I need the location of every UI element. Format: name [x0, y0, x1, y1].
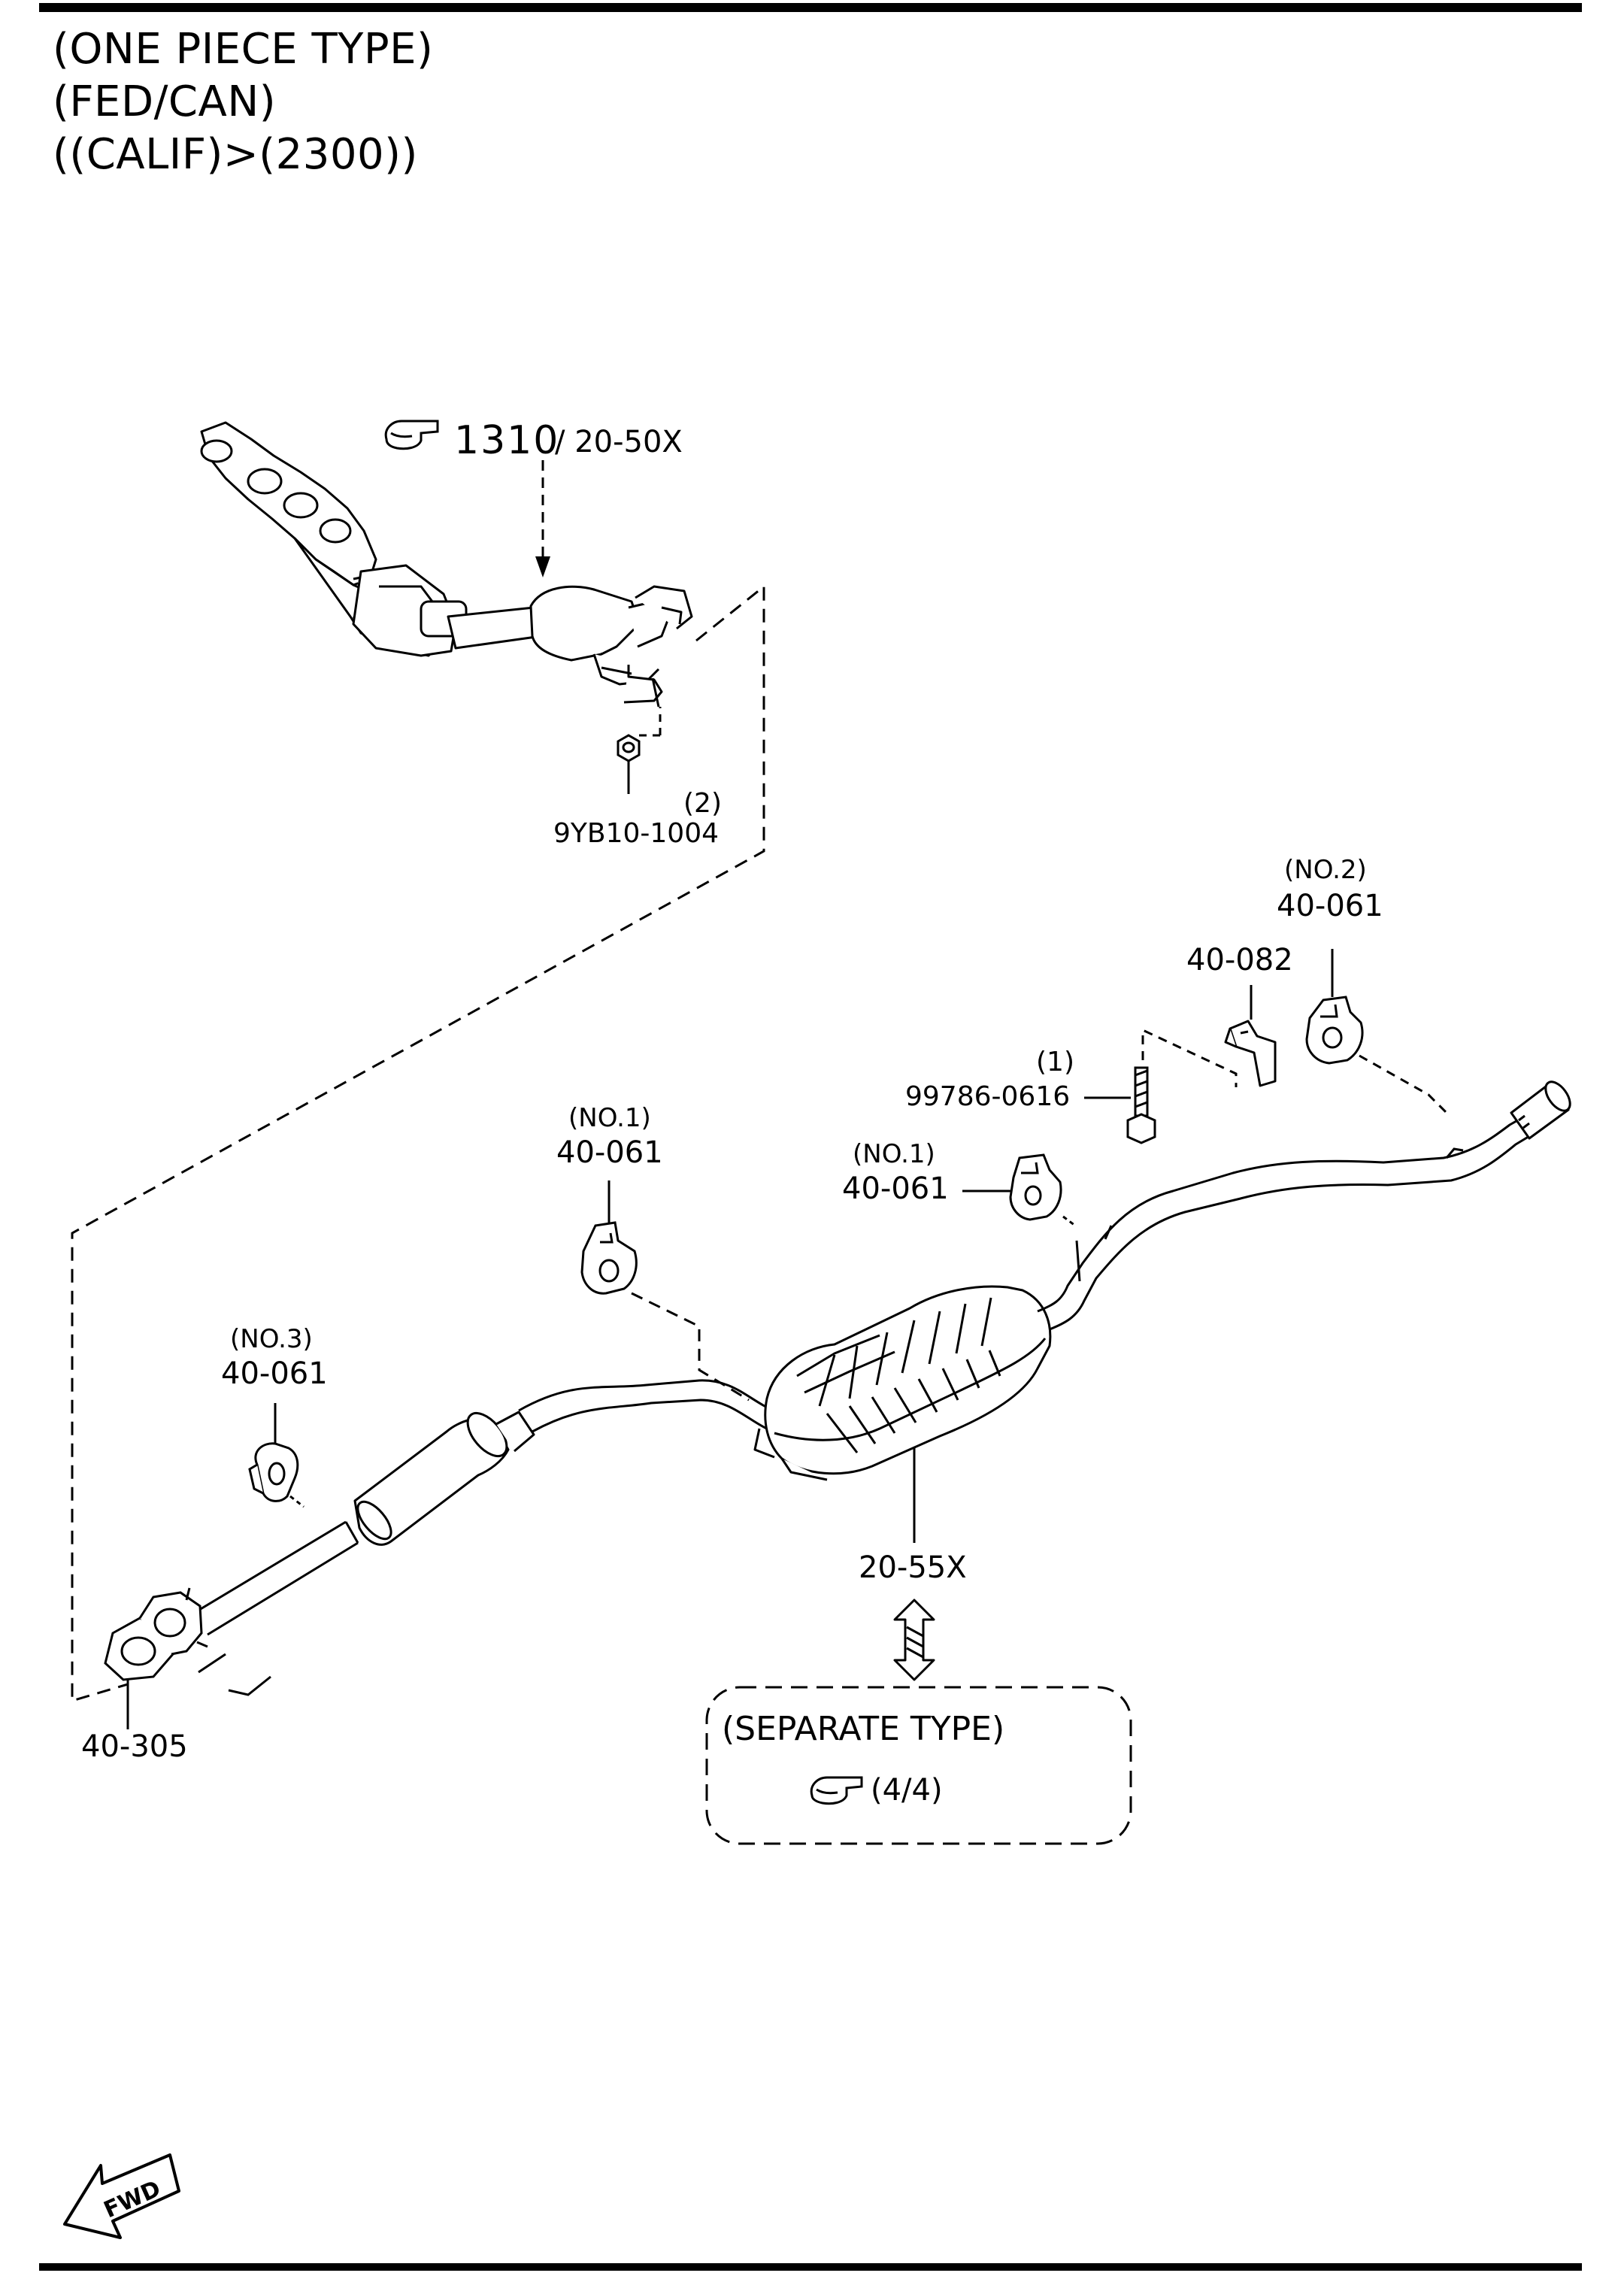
hanger-no1-tailpipe	[1009, 1153, 1062, 1221]
ref-callout-sub: / 20-50X	[555, 425, 683, 459]
separate-type-title: (SEPARATE TYPE)	[722, 1710, 1004, 1748]
hanger-no2-part: 40-061	[1277, 889, 1383, 923]
ref-callout-main: 1310	[454, 418, 559, 463]
hanger-no1b-note: (NO.1)	[853, 1139, 935, 1169]
hanger-no2-note: (NO.2)	[1284, 855, 1367, 885]
hanger-no3-note: (NO.3)	[230, 1324, 313, 1354]
header-line-3: ((CALIF)>(2300))	[53, 130, 418, 179]
bolt-part-label: 99786-0616	[905, 1081, 1070, 1112]
front-pipe	[187, 1520, 359, 1636]
hanger-no3-part: 40-061	[221, 1356, 328, 1391]
bottom-rule	[39, 2263, 1582, 2271]
muffler-part-label: 20-55X	[859, 1550, 967, 1585]
intermediate-pipe	[518, 1379, 783, 1433]
nut-9yb10-1004	[617, 734, 641, 762]
top-rule	[39, 3, 1582, 12]
pointing-hand-icon	[810, 1776, 863, 1805]
hanger-no1a-note: (NO.1)	[568, 1103, 651, 1133]
exhaust-stud	[651, 677, 660, 708]
bracket-40-082	[1224, 1020, 1277, 1087]
hanger-no1-muffler	[580, 1221, 638, 1295]
bracket-part-label: 40-082	[1186, 943, 1293, 977]
header-line-1: (ONE PIECE TYPE)	[53, 25, 434, 74]
hanger-no1b-part: 40-061	[842, 1171, 949, 1206]
pointing-hand-icon	[384, 420, 439, 450]
tail-pipe	[1037, 1111, 1539, 1331]
nut-qty-label: (2)	[683, 788, 722, 819]
hanger-no1a-part: 40-061	[556, 1135, 663, 1170]
separate-type-ref: (4/4)	[871, 1773, 943, 1808]
hanger-no2	[1305, 996, 1364, 1065]
rear-catalytic-converter	[353, 1411, 535, 1546]
bolt-qty-label: (1)	[1036, 1047, 1074, 1077]
front-catalytic-converter	[352, 564, 693, 704]
header-line-2: (FED/CAN)	[53, 77, 277, 126]
gasket-part-label: 40-305	[81, 1729, 188, 1764]
separate-type-box	[705, 1686, 1132, 1845]
flange-gasket-40-305	[104, 1587, 208, 1681]
tail-pipe-tip	[1510, 1080, 1571, 1140]
hanger-no3	[248, 1442, 299, 1502]
bolt-99786-0616	[1126, 1066, 1156, 1144]
nut-part-label: 9YB10-1004	[553, 818, 719, 849]
fwd-arrow-icon	[63, 2153, 180, 2239]
assembly-link-dashed-boundary	[71, 583, 765, 1703]
ref-arrowhead	[535, 556, 550, 577]
double-arrow-icon	[893, 1599, 935, 1681]
main-muffler-20-55x	[753, 1285, 1052, 1481]
